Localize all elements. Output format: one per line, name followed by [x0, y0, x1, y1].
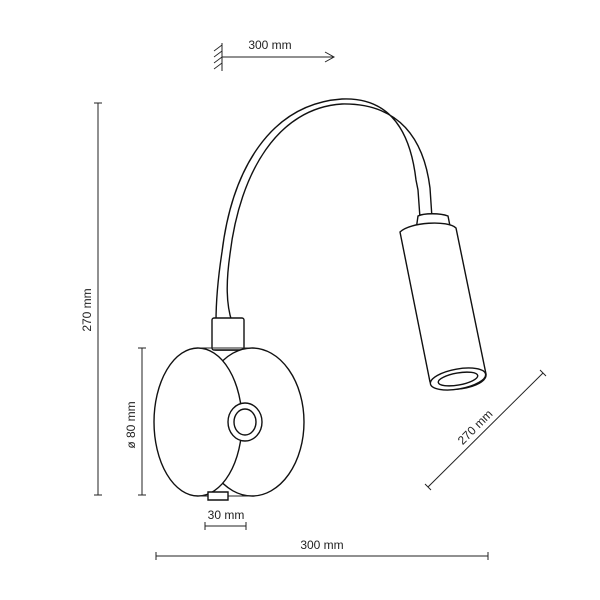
cable-outlet	[207, 491, 229, 501]
base-diameter-dimension: ø 80 mm	[124, 347, 146, 496]
reach-top-label: 300 mm	[248, 38, 291, 52]
lamp-head	[399, 213, 487, 391]
head-length-label: 270 mm	[455, 407, 496, 448]
gooseneck	[215, 98, 433, 351]
arm-collar	[211, 317, 245, 351]
head-lens	[437, 371, 479, 387]
wall-base	[153, 347, 305, 501]
head-dim-line	[427, 372, 544, 488]
height-dimension: 270 mm	[80, 102, 102, 496]
height-label: 270 mm	[80, 288, 94, 331]
reach-arrowhead	[324, 51, 336, 63]
flexible-arm	[211, 98, 433, 351]
switch-label: 30 mm	[208, 508, 245, 522]
width-label: 300 mm	[300, 538, 343, 552]
top-reach-dimension: 300 mm	[213, 38, 336, 71]
base-diameter-label: ø 80 mm	[124, 401, 138, 448]
head-cylinder	[399, 222, 487, 390]
width-dimension: 300 mm	[155, 538, 489, 560]
switch-dimension: 30 mm	[204, 508, 247, 530]
switch-button	[233, 408, 257, 436]
wall-hatch	[213, 44, 223, 70]
